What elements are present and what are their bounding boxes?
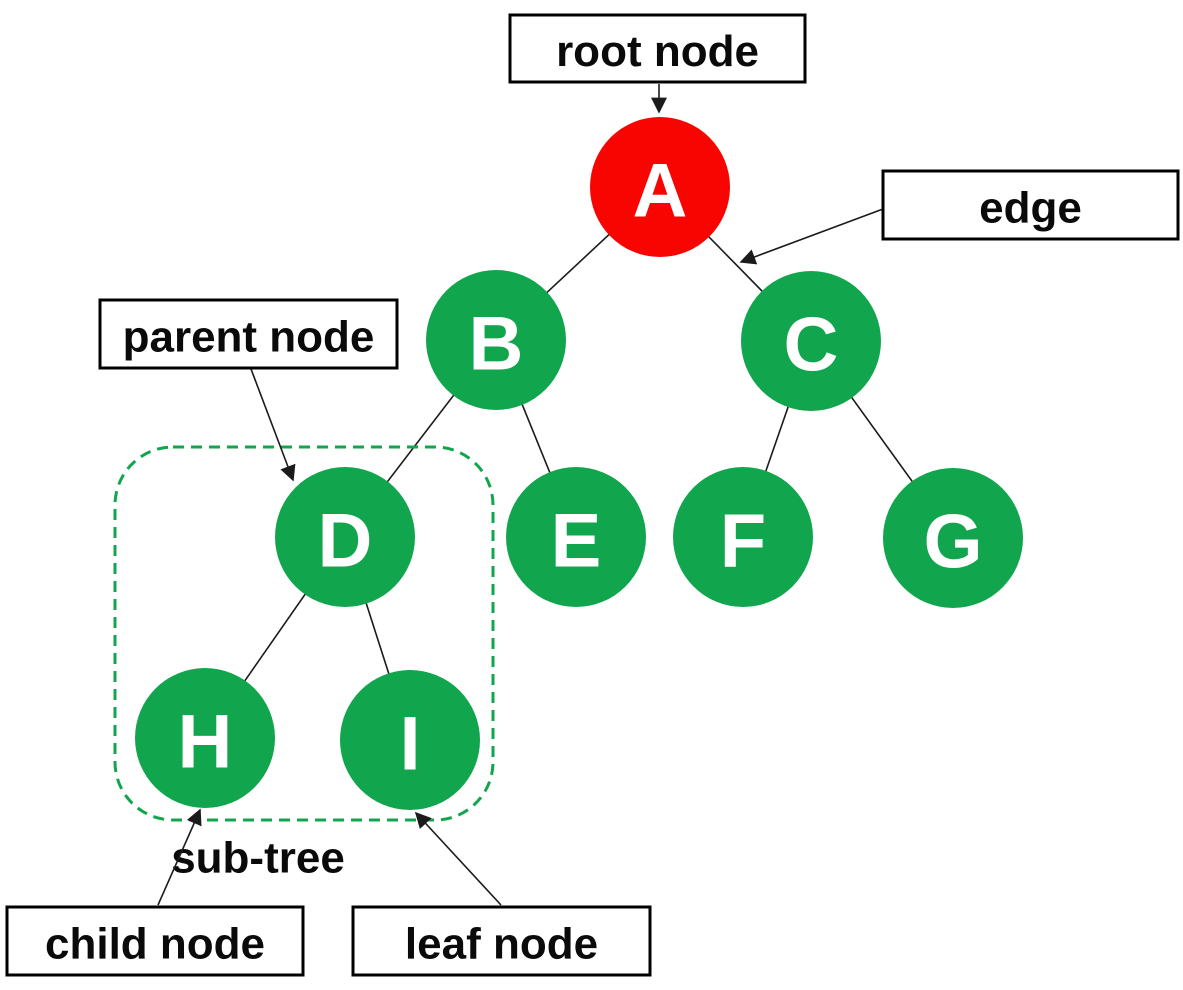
node-G: G bbox=[883, 468, 1023, 608]
subtree-label: sub-tree bbox=[171, 834, 345, 883]
node-D: D bbox=[275, 467, 415, 607]
node-C-shape bbox=[741, 271, 881, 411]
node-G-shape bbox=[883, 468, 1023, 608]
node-F-shape bbox=[673, 467, 813, 607]
node-H-shape bbox=[135, 668, 275, 808]
node-F: F bbox=[673, 467, 813, 607]
node-D-shape bbox=[275, 467, 415, 607]
node-I: I bbox=[340, 670, 480, 810]
node-H-label: H bbox=[178, 700, 233, 785]
label-parent-node-arrow bbox=[250, 368, 296, 482]
label-leaf-node-text: leaf node bbox=[405, 920, 598, 969]
label-root-node: root node bbox=[508, 13, 807, 114]
label-parent-node-text: parent node bbox=[123, 313, 375, 362]
label-edge-box bbox=[881, 169, 1180, 241]
subtree-boundary bbox=[113, 445, 495, 822]
label-root-node-text: root node bbox=[556, 27, 759, 76]
node-E: E bbox=[506, 467, 646, 607]
node-A: A bbox=[590, 117, 730, 257]
label-child-node-arrow bbox=[157, 808, 202, 906]
label-parent-node-box bbox=[98, 298, 399, 370]
node-C-label: C bbox=[784, 303, 839, 388]
node-B: B bbox=[426, 270, 566, 410]
label-edge-text: edge bbox=[979, 184, 1082, 233]
label-leaf-node-box bbox=[351, 905, 652, 977]
node-A-shape bbox=[590, 117, 730, 257]
node-H: H bbox=[135, 668, 275, 808]
label-child-node-box bbox=[5, 905, 305, 977]
label-edge-arrow bbox=[739, 208, 884, 265]
label-edge: edge bbox=[739, 169, 1180, 265]
node-E-label: E bbox=[551, 499, 602, 584]
node-F-label: F bbox=[720, 499, 766, 584]
label-leaf-node-arrow bbox=[414, 811, 502, 906]
node-I-label: I bbox=[399, 702, 420, 787]
node-D-label: D bbox=[318, 499, 373, 584]
node-B-label: B bbox=[469, 302, 524, 387]
node-E-shape bbox=[506, 467, 646, 607]
node-G-label: G bbox=[923, 500, 982, 585]
node-B-shape bbox=[426, 270, 566, 410]
label-child-node-text: child node bbox=[45, 920, 265, 969]
label-leaf-node: leaf node bbox=[351, 811, 652, 977]
node-A-label: A bbox=[633, 149, 688, 234]
label-root-node-box bbox=[508, 13, 807, 84]
label-child-node: child node bbox=[5, 808, 305, 977]
node-I-shape bbox=[340, 670, 480, 810]
label-parent-node: parent node bbox=[98, 298, 399, 482]
node-C: C bbox=[741, 271, 881, 411]
